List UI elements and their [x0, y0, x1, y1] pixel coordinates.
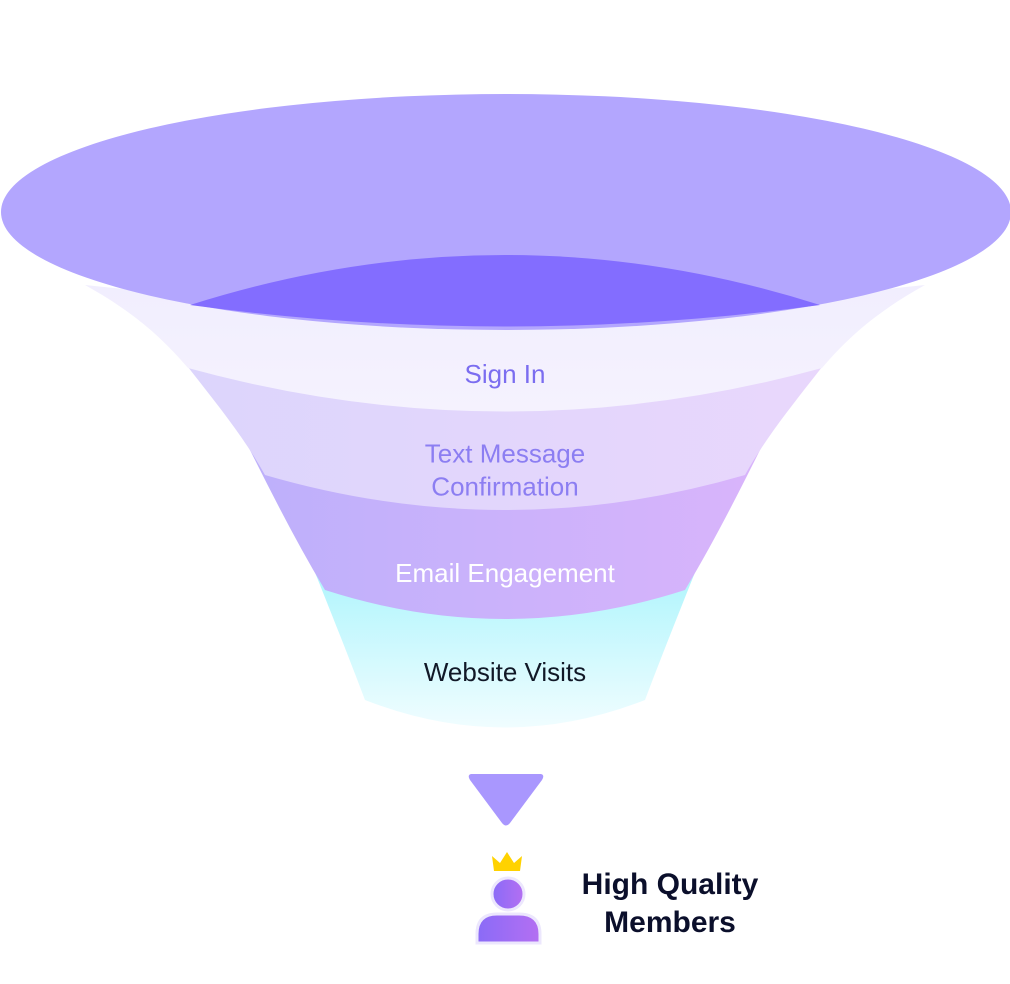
stage-label-text-message-confirmation-line: Confirmation: [431, 472, 578, 502]
stage-label-email-engagement-line: Email Engagement: [395, 558, 615, 588]
down-arrow-icon: [468, 774, 544, 826]
result-label-line-1: High Quality: [581, 868, 759, 901]
stage-label-text-message-confirmation-line: Text Message: [425, 439, 585, 469]
stage-label-sign-in: Sign In: [465, 359, 546, 389]
stage-label-email-engagement: Email Engagement: [395, 558, 615, 588]
person-head: [490, 876, 526, 912]
funnel-throat: [190, 255, 820, 327]
stage-label-website-visits: Website Visits: [424, 657, 586, 687]
person-body: [475, 912, 542, 945]
crown-icon: [492, 852, 522, 871]
funnel-rim: [1, 94, 1010, 330]
crowned-user-icon: [475, 852, 542, 945]
result-label: High Quality Members: [560, 866, 780, 942]
result-label-line-2: Members: [604, 906, 736, 939]
stage-label-website-visits-line: Website Visits: [424, 657, 586, 687]
stage-label-sign-in-line: Sign In: [465, 359, 546, 389]
